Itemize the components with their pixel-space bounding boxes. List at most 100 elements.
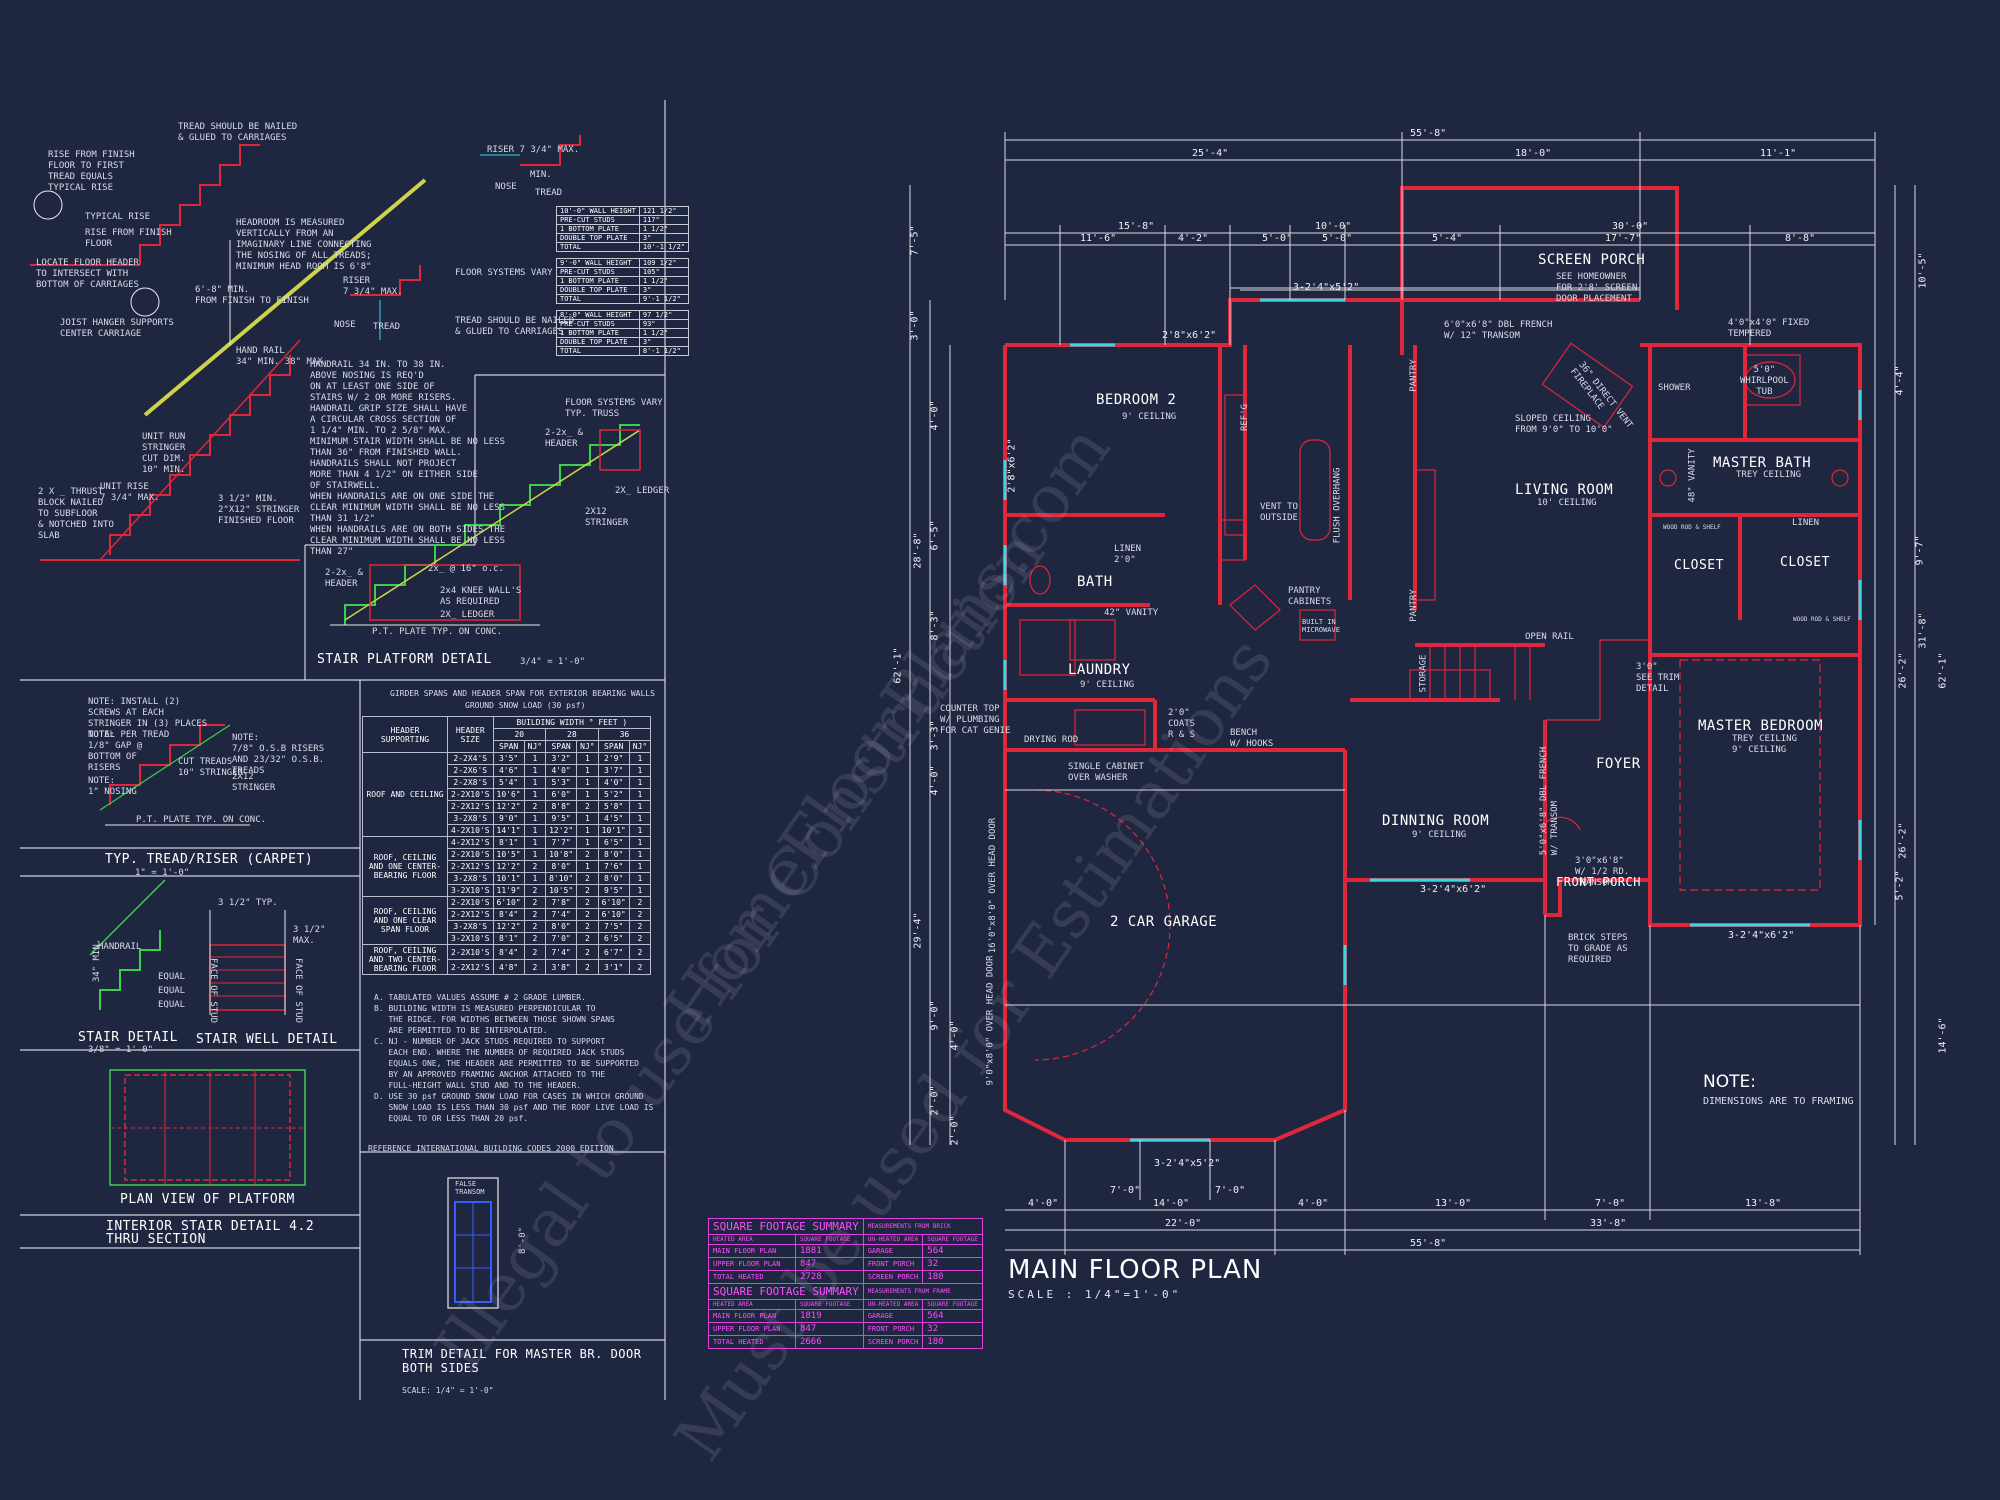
girder-width: 28 [545,728,599,741]
girder-cell: 7'8" [545,896,578,909]
girder-subtitle: GROUND SNOW LOAD (30 psf) [465,701,586,710]
girder-cell: 2-2X12'S [447,959,494,975]
stair-note-hand-rail: HAND RAIL 34" MIN. 38" MAX. [236,346,329,367]
room-front-porch: FRONT PORCH [1556,875,1641,889]
wall-table-cell: 1 1/2" [638,328,690,338]
girder-cell: 1 [523,776,547,789]
sqft-cell: SCREEN PORCH [862,1335,924,1349]
trim-door-height: 8'-0" [518,1226,529,1255]
girder-cell: 4-2X10'S [447,824,494,837]
girder-cell: 6'10" [597,896,630,909]
room-master-bedroom: MASTER BEDROOM [1698,718,1824,734]
wall-table-cell: 1 BOTTOM PLATE [556,328,640,338]
girder-row: ROOF, CEILING AND TWO CENTER-BEARING FLO… [362,944,652,975]
girder-cell: 2-2X6'S [447,764,494,777]
girder-cell: 12'2" [492,920,525,933]
dimension-label: 3'-0" [909,310,921,341]
stair-well-typ: 3 1/2" TYP. [218,898,278,908]
girder-cell: 2 [628,944,652,960]
dimension-label: 10'-5" [1917,252,1929,289]
girder-cell: 5'4" [492,776,525,789]
stair-note-nose: NOSE [495,182,517,192]
sqft-cell: FRONT PORCH [862,1257,924,1271]
dimension-label: 22'-0" [1165,1218,1202,1229]
girder-notes: A. TABULATED VALUES ASSUME # 2 GRADE LUM… [374,993,654,1123]
stair-note-riser-max: RISER 7 3/4" MAX. [487,145,580,155]
girder-cell: 6'10" [492,896,525,909]
sqft-cell: 847 [794,1257,864,1271]
dimension-label: 5'-2" [1894,870,1906,901]
girder-cell: 2 [576,959,599,975]
girder-cell: 1 [628,812,652,825]
sqft-header: SQUARE FOOTAGE [794,1234,864,1245]
wall-table-cell: PRE-CUT STUDS [556,215,640,225]
girder-cell: 3'2" [545,752,578,765]
wall-table-cell: 1 BOTTOM PLATE [556,224,640,234]
trim-false-transom: FALSE TRANSOM [455,1180,485,1196]
sqft-cell: 2728 [794,1270,864,1284]
girder-cell: 7'4" [545,908,578,921]
sqft-cell: TOTAL HEATED [708,1335,796,1349]
dimension-label: 15'-8" [1118,221,1155,232]
room-built-in: BUILT IN MICROWAVE [1302,618,1340,634]
girder-cell: 2-2X8'S [447,776,494,789]
sqft-title: SQUARE FOOTAGE SUMMARY [708,1218,864,1235]
girder-cell: 2 [523,959,547,975]
girder-nj-head: NJ° [628,740,652,753]
girder-span-head: SPAN [492,740,525,753]
girder-cell: 10'5" [545,884,578,897]
girder-cell: 1 [576,824,599,837]
girder-cell: 14'1" [492,824,525,837]
sqft-cell: 847 [794,1322,864,1336]
girder-cell: 7'4" [545,944,578,960]
sqft-cell: UPPER FLOOR PLAN [708,1322,796,1336]
girder-cell: 6'10" [597,908,630,921]
room-linen-1: LINEN 2'0" [1114,544,1142,565]
stair-well-max: 3 1/2" MAX. [293,925,326,946]
girder-cell: 1 [628,884,652,897]
wall-table-cell: 1 1/2" [638,276,690,286]
girder-cell: 2 [523,908,547,921]
girder-reference: REFERENCE INTERNATIONAL BUILDING CODES 2… [368,1144,614,1153]
stair-note-tread2: TREAD [373,322,401,332]
window-label-6: 2'8"x6'2" [1006,438,1018,493]
girder-cell: 12'2" [492,800,525,813]
dimension-label: 31'-8" [1917,612,1929,649]
girder-span-head: SPAN [545,740,578,753]
stair-note-locate-header: LOCATE FLOOR HEADER TO INTERSECT WITH BO… [36,258,139,290]
room-bedroom-2-ceiling: 9' CEILING [1122,412,1177,422]
wall-table-cell: 105" [638,267,690,277]
girder-cell: 1 [576,764,599,777]
room-bench: BENCH W/ HOOKS [1230,728,1274,749]
girder-cell: 2-2X12'S [447,860,494,873]
sqft-cell: 1819 [794,1309,864,1323]
platform-header: 2-2x_ & HEADER [545,428,583,449]
room-vanity-42: 42" VANITY [1104,608,1159,618]
window-label-2: 2'8"x6'2" [1162,330,1217,341]
girder-nj-head: NJ° [576,740,599,753]
dimension-label: 8'-3" [929,610,941,641]
stair-detail-handrail: HANDRAIL [98,942,142,952]
room-screen-porch: SCREEN PORCH [1538,252,1646,268]
room-dining-ceiling: 9' CEILING [1412,830,1467,840]
room-counter-top: COUNTER TOP W/ PLUMBING FOR CAT GENIE [940,704,1011,736]
girder-cell: 2 [576,800,599,813]
girder-cell: 1 [576,788,599,801]
girder-cell: 7'0" [545,932,578,945]
stair-note-headroom: HEADROOM IS MEASURED VERTICALLY FROM AN … [236,218,372,272]
stair-detail-scale: 3/8" = 1'-0" [88,1045,154,1055]
stair-note-typical-rise: TYPICAL RISE [85,212,151,222]
room-bedroom-2: BEDROOM 2 [1096,392,1177,408]
stair-note-riser2: RISER 7 3/4" MAX. [343,276,403,297]
room-closet-1: CLOSET [1674,558,1724,573]
room-refg: REF'G [1240,403,1251,432]
dimension-label: 29'-4" [912,912,924,949]
